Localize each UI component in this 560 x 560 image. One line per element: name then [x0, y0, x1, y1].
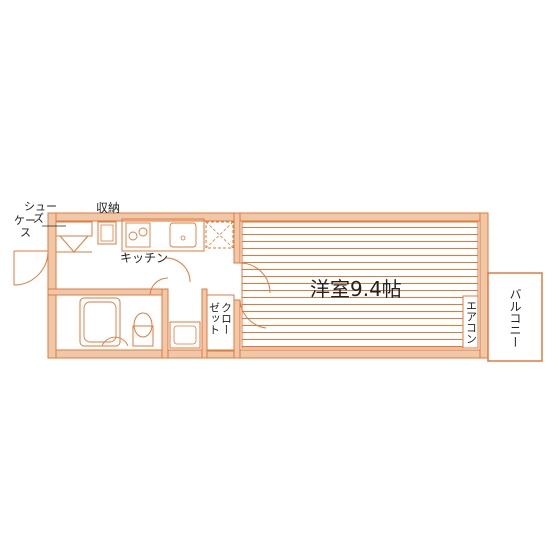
- fridge-space-icon: [205, 221, 234, 249]
- shoe-case-label-4: ス: [20, 226, 31, 239]
- closet-label-2: ゼット: [208, 302, 221, 335]
- aircon-label: エアコン: [465, 300, 478, 344]
- balcony-label: バルコニー: [508, 288, 522, 348]
- bathtub-icon: [79, 297, 121, 347]
- main-room: [241, 221, 479, 349]
- closet-label-1: クロー: [220, 302, 233, 335]
- stove-icon: [125, 222, 151, 248]
- main-room-label: 洋室9.4帖: [310, 277, 402, 301]
- sink-icon: [169, 222, 197, 248]
- storage-unit: [97, 221, 117, 245]
- balcony-area: [487, 272, 543, 362]
- washbasin-icon: [169, 321, 201, 349]
- bathroom: [79, 297, 154, 347]
- kitchen-counter: [121, 218, 205, 252]
- shoe-case-label-3: ケー: [14, 214, 36, 227]
- aircon-unit: [462, 295, 479, 349]
- entry-door: [13, 250, 49, 286]
- storage-label: 収納: [96, 201, 120, 215]
- closet: [206, 294, 235, 352]
- kitchen-label: キッチン: [120, 251, 168, 265]
- outer-walls: [47, 212, 489, 359]
- shoe-case-label-1: シュー: [24, 200, 57, 213]
- shoe-case-label-2: ズ: [33, 211, 44, 225]
- interior-doors: [149, 257, 271, 329]
- shoe-case: [55, 221, 93, 253]
- toilet-icon: [132, 312, 154, 347]
